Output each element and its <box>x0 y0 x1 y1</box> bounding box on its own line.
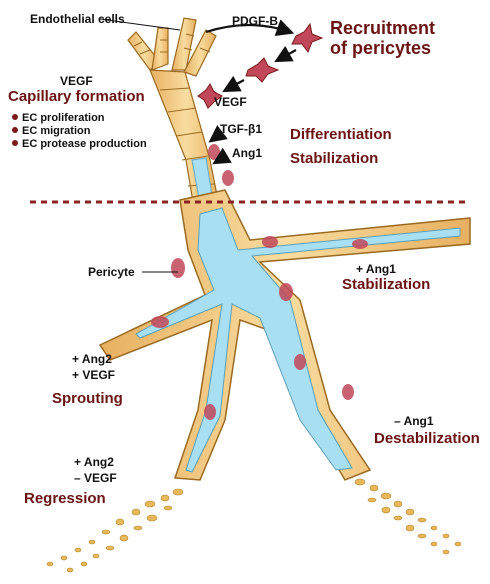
label-tgf-b1: TGF-β1 <box>220 122 262 136</box>
destabilization-debris <box>354 478 462 555</box>
ec-item: EC proliferation <box>12 112 147 125</box>
label-endothelial-cells: Endothelial cells <box>30 12 125 26</box>
ec-item: EC protease production <box>12 138 147 151</box>
label-sprouting: Sprouting <box>52 390 123 407</box>
bullet-icon <box>12 140 18 146</box>
migrating-pericytes <box>197 22 324 109</box>
ec-process-list: EC proliferation EC migration EC proteas… <box>12 112 147 151</box>
regression-debris <box>46 488 184 573</box>
label-capillary-formation: Capillary formation <box>8 88 145 105</box>
label-pericyte: Pericyte <box>88 265 135 279</box>
label-plus-ang2-a: + Ang2 <box>72 352 112 366</box>
label-differentiation: Differentiation <box>290 126 392 143</box>
label-stabilization-2: Stabilization <box>342 276 431 293</box>
label-plus-vegf: + VEGF <box>72 368 116 382</box>
label-regression: Regression <box>24 490 106 507</box>
label-minus-vegf: – VEGF <box>74 471 117 485</box>
label-of-pericytes: of pericytes <box>330 38 432 58</box>
label-vegf-top: VEGF <box>60 74 93 88</box>
bullet-icon <box>12 127 18 133</box>
label-vegf-arrow: VEGF <box>214 95 247 109</box>
signal-arrows <box>205 19 297 165</box>
ec-item: EC migration <box>12 125 147 138</box>
label-plus-ang1: + Ang1 <box>356 262 396 276</box>
label-pdgf-b: PDGF-B <box>232 14 278 28</box>
label-stabilization: Stabilization <box>290 150 379 167</box>
label-recruitment: Recruitment <box>330 18 436 38</box>
label-ang1: Ang1 <box>232 146 262 160</box>
vessel-network <box>98 189 471 481</box>
label-destabilization: Destabilization <box>374 430 480 447</box>
leader-lines <box>99 18 181 273</box>
bullet-icon <box>12 114 18 120</box>
label-minus-ang1: – Ang1 <box>394 414 434 428</box>
label-plus-ang2-b: + Ang2 <box>74 455 114 469</box>
